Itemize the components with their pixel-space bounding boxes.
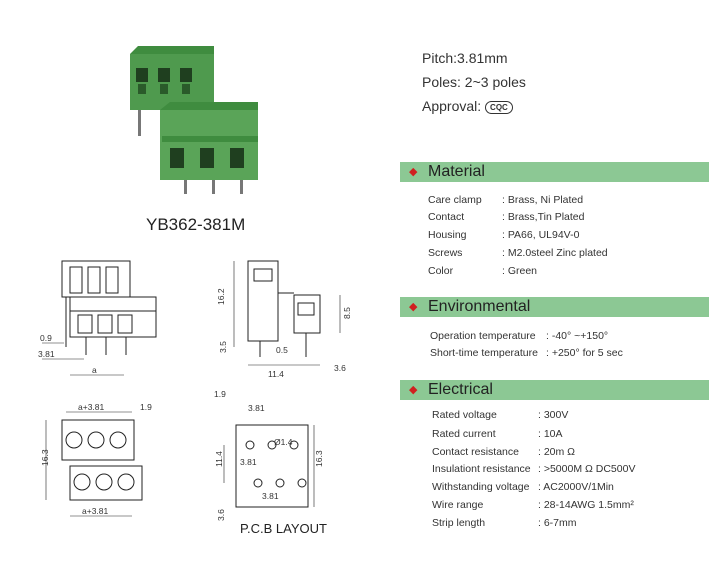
dim-label: 3.81	[240, 457, 257, 467]
pitch-spec: Pitch:3.81mm	[422, 50, 508, 66]
diamond-icon: ◆	[409, 166, 418, 178]
dim-label: 3.5	[218, 341, 228, 353]
dim-label: 0.9	[40, 333, 52, 343]
material-header: ◆ Material	[400, 162, 709, 182]
dim-label: 3.81	[262, 491, 279, 501]
product-photo	[130, 46, 258, 194]
pcb-layout-drawing: 1.9 3.81 Ø1.4 11.4 3.81 16.3 3.81 3.6	[214, 389, 324, 521]
cqc-logo-icon: CQC	[485, 101, 513, 114]
dim-label: 3.81	[248, 403, 265, 413]
top-view-drawing: a+3.81 1.9 16.3 a+3.81	[40, 402, 152, 517]
dim-label: 1.9	[214, 389, 226, 399]
pcb-layout-caption: P.C.B LAYOUT	[240, 521, 327, 536]
approval-label: Approval:	[422, 98, 482, 114]
electrical-title: Electrical	[428, 381, 493, 398]
diamond-icon: ◆	[409, 301, 418, 313]
dim-label: 16.3	[314, 450, 324, 467]
dim-label: a+3.81	[78, 402, 105, 412]
environmental-header: ◆ Environmental	[400, 297, 709, 317]
dim-label: a	[92, 365, 97, 375]
dim-label: Ø1.4	[274, 437, 293, 447]
dim-label: 1.9	[140, 402, 152, 412]
side-view-drawing: 16.2 3.5 8.5 0.5 11.4 3.6	[216, 260, 352, 379]
approval-spec: Approval: CQC	[422, 98, 513, 114]
dim-label: 3.6	[216, 509, 226, 521]
dim-label: 3.6	[334, 363, 346, 373]
dim-label: 0.5	[276, 345, 288, 355]
dim-label: 8.5	[342, 307, 352, 319]
dim-label: 11.4	[268, 369, 284, 379]
poles-spec: Poles: 2~3 poles	[422, 74, 526, 90]
dim-label: 11.4	[214, 451, 224, 467]
dim-label: 3.81	[38, 349, 55, 359]
dim-label: 16.3	[40, 449, 50, 466]
model-name: YB362-381M	[146, 215, 246, 234]
electrical-header: ◆ Electrical	[400, 380, 709, 400]
material-title: Material	[428, 163, 485, 180]
dim-label: 16.2	[216, 288, 226, 305]
diamond-icon: ◆	[409, 384, 418, 396]
dim-label: a+3.81	[82, 506, 109, 516]
front-view-drawing: 0.9 3.81 a	[38, 260, 157, 376]
environmental-title: Environmental	[428, 298, 531, 315]
